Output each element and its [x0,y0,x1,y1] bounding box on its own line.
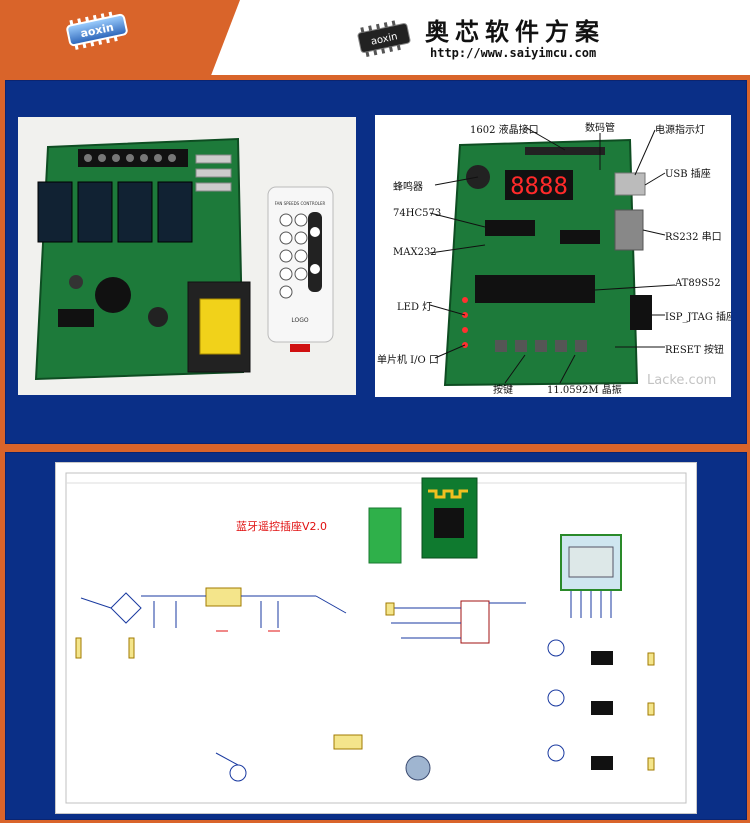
right-logo-text: aoxin [370,31,399,47]
callout-1602: 1602 液晶接口 [470,125,539,136]
callout-segment: 数码管 [585,123,615,134]
brand-title: 奥芯软件方案 [425,18,605,46]
callout-max232: MAX232 [393,247,437,258]
callout-usb: USB 插座 [665,169,711,180]
remote-label: FAN SPEEDS CONTROLER [275,201,326,206]
callout-isp-jtag: ISP_JTAG 插座 [665,312,731,323]
header: aoxin aoxin 奥芯软件方案 http://www.saiyimcu.c… [0,0,750,75]
callout-reset: RESET 按钮 [665,345,724,356]
segment-display: 8888 [510,172,568,200]
callout-keys: 按键 [493,385,513,396]
remote-logo: LOGO [291,317,309,324]
callout-led: LED 灯 [397,302,433,313]
brand-url[interactable]: http://www.saiyimcu.com [430,46,597,60]
header-orange-tab [0,0,240,75]
schematic: 蓝牙遥控插座V2.0 [55,462,697,814]
schematic-title: 蓝牙遥控插座V2.0 [236,520,328,533]
photo-relay-board: FAN SPEEDS CONTROLER LOGO [18,117,356,395]
relay-board-illustration: FAN SPEEDS CONTROLER LOGO [34,137,334,381]
callout-crystal: 11.0592M 晶振 [547,385,622,396]
remote-keypad[interactable] [279,213,320,299]
schematic-drawing [65,472,687,804]
watermark: Lacke.com [647,373,717,388]
callout-power-led: 电源指示灯 [655,125,705,136]
callout-74hc573: 74HC573 [393,208,442,219]
callout-at89s52: AT89S52 [675,278,721,289]
aoxin-logo-right[interactable]: aoxin [355,18,413,58]
photo-dev-board: 8888 1602 液晶接口 数码管 电源指示灯 [375,115,731,397]
aoxin-logo-left[interactable]: aoxin [62,10,132,50]
callout-buzzer: 蜂鸣器 [393,182,423,193]
callout-io: 单片机 I/O 口 [377,355,439,366]
dev-board-illustration: 8888 [429,126,676,387]
callout-rs232: RS232 串口 [665,232,722,243]
